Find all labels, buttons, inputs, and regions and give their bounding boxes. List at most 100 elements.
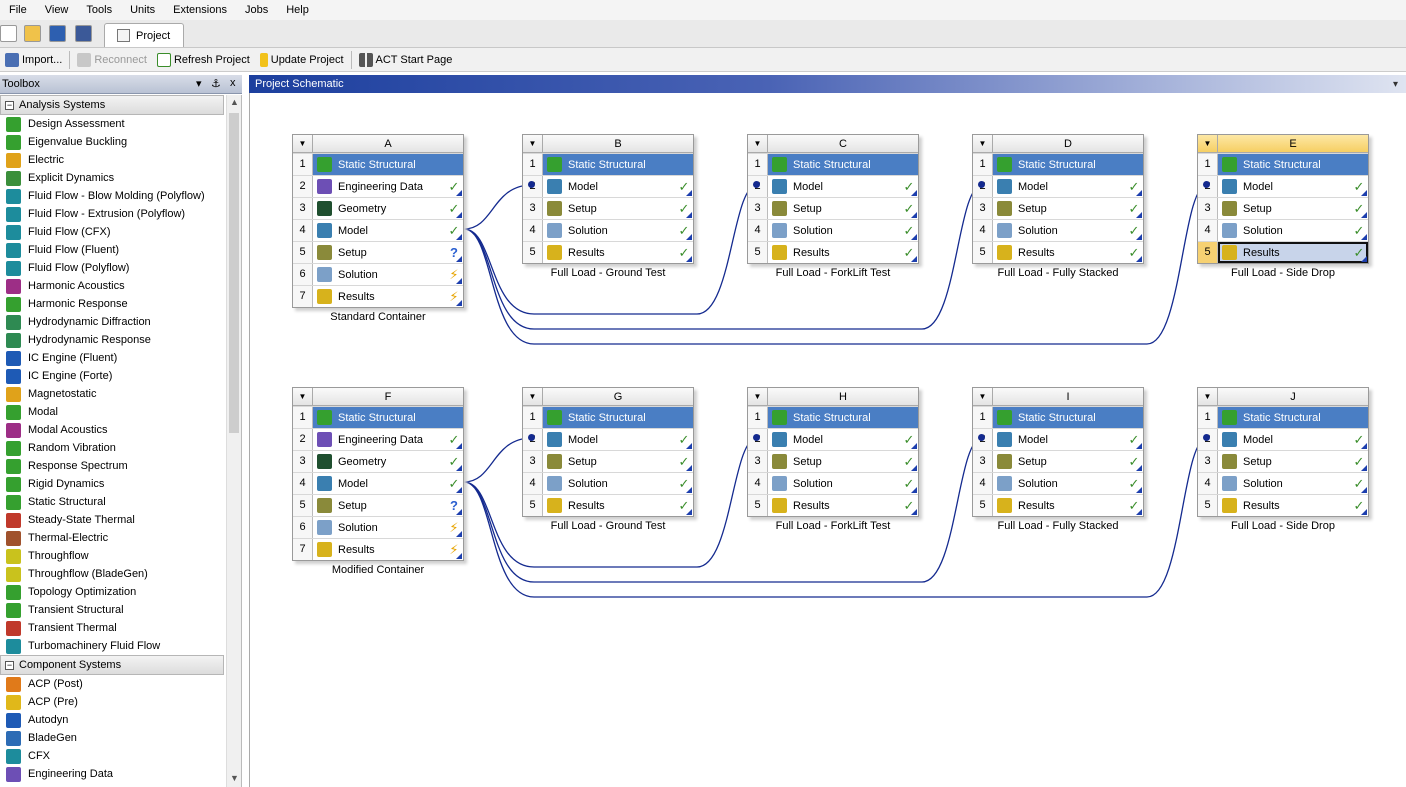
system-cell[interactable]: 2Model✓ bbox=[973, 175, 1143, 197]
system-menu-icon[interactable]: ▼ bbox=[973, 388, 993, 405]
toolbox-item[interactable]: Fluid Flow (Fluent) bbox=[0, 241, 241, 259]
toolbox-item[interactable]: ACP (Post) bbox=[0, 675, 241, 693]
system-cell[interactable]: 2Model✓ bbox=[973, 428, 1143, 450]
toolbox-item[interactable]: ACP (Pre) bbox=[0, 693, 241, 711]
toolbox-item[interactable]: Fluid Flow - Blow Molding (Polyflow) bbox=[0, 187, 241, 205]
toolbox-item[interactable]: Turbomachinery Fluid Flow bbox=[0, 637, 241, 655]
system-cell[interactable]: 2Model✓ bbox=[748, 175, 918, 197]
system-cell[interactable]: 2Model✓ bbox=[1198, 175, 1368, 197]
toolbox-item[interactable]: Harmonic Acoustics bbox=[0, 277, 241, 295]
toolbox-item[interactable]: IC Engine (Fluent) bbox=[0, 349, 241, 367]
schematic-dropdown-icon[interactable]: ▾ bbox=[1392, 78, 1398, 90]
toolbox-item[interactable]: Fluid Flow - Extrusion (Polyflow) bbox=[0, 205, 241, 223]
system-caption[interactable]: Full Load - Ground Test bbox=[550, 267, 666, 279]
system-cell[interactable]: 2Model✓ bbox=[1198, 428, 1368, 450]
menu-help[interactable]: Help bbox=[286, 4, 309, 16]
system-caption[interactable]: Full Load - Fully Stacked bbox=[997, 520, 1119, 532]
new-file-icon[interactable] bbox=[0, 25, 17, 42]
refresh-project-button[interactable]: Refresh Project bbox=[152, 48, 255, 72]
reconnect-button[interactable]: Reconnect bbox=[72, 48, 152, 72]
system-header[interactable]: ▼B bbox=[523, 135, 693, 153]
system-caption[interactable]: Full Load - Side Drop bbox=[1231, 267, 1335, 279]
menu-extensions[interactable]: Extensions bbox=[173, 4, 227, 16]
system-header[interactable]: ▼H bbox=[748, 388, 918, 406]
scroll-up-icon[interactable]: ▲ bbox=[230, 97, 239, 107]
save-as-icon[interactable] bbox=[75, 25, 92, 42]
toolbox-item[interactable]: Throughflow (BladeGen) bbox=[0, 565, 241, 583]
toolbox-item[interactable]: BladeGen bbox=[0, 729, 241, 747]
toolbox-scrollbar[interactable]: ▲ ▼ bbox=[226, 95, 241, 787]
toolbox-item[interactable]: Transient Structural bbox=[0, 601, 241, 619]
toolbox-item[interactable]: Hydrodynamic Diffraction bbox=[0, 313, 241, 331]
system-header[interactable]: ▼F bbox=[293, 388, 463, 406]
collapse-toggle-icon[interactable]: − bbox=[5, 659, 14, 670]
system-menu-icon[interactable]: ▼ bbox=[748, 388, 768, 405]
toolbox-item[interactable]: Magnetostatic bbox=[0, 385, 241, 403]
toolbox-dropdown-icon[interactable]: ▾ bbox=[196, 78, 202, 90]
system-caption[interactable]: Full Load - ForkLift Test bbox=[775, 520, 891, 532]
system-header[interactable]: ▼A bbox=[293, 135, 463, 153]
menu-view[interactable]: View bbox=[44, 4, 69, 16]
system-caption[interactable]: Full Load - Side Drop bbox=[1231, 520, 1335, 532]
system-menu-icon[interactable]: ▼ bbox=[523, 135, 543, 152]
collapse-toggle-icon[interactable]: − bbox=[5, 99, 14, 110]
open-folder-icon[interactable] bbox=[24, 25, 41, 42]
pin-icon[interactable]: ⚓ bbox=[211, 78, 221, 90]
system-cell[interactable]: 2Model✓ bbox=[523, 175, 693, 197]
system-header[interactable]: ▼C bbox=[748, 135, 918, 153]
system-header[interactable]: ▼G bbox=[523, 388, 693, 406]
system-caption[interactable]: Full Load - Ground Test bbox=[550, 520, 666, 532]
toolbox-item[interactable]: Rigid Dynamics bbox=[0, 475, 241, 493]
toolbox-item[interactable]: Response Spectrum bbox=[0, 457, 241, 475]
toolbox-item[interactable]: Electric bbox=[0, 151, 241, 169]
toolbox-item[interactable]: Random Vibration bbox=[0, 439, 241, 457]
toolbox-item[interactable]: IC Engine (Forte) bbox=[0, 367, 241, 385]
toolbox-item[interactable]: Topology Optimization bbox=[0, 583, 241, 601]
toolbox-group-header[interactable]: −Analysis Systems bbox=[0, 95, 224, 115]
system-menu-icon[interactable]: ▼ bbox=[748, 135, 768, 152]
toolbox-item[interactable]: Hydrodynamic Response bbox=[0, 331, 241, 349]
toolbox-item[interactable]: Modal Acoustics bbox=[0, 421, 241, 439]
scroll-down-icon[interactable]: ▼ bbox=[230, 773, 239, 783]
toolbox-item[interactable]: Thermal-Electric bbox=[0, 529, 241, 547]
toolbox-item[interactable]: Fluid Flow (CFX) bbox=[0, 223, 241, 241]
system-cell[interactable]: 2Model✓ bbox=[523, 428, 693, 450]
toolbox-item[interactable]: Modal bbox=[0, 403, 241, 421]
